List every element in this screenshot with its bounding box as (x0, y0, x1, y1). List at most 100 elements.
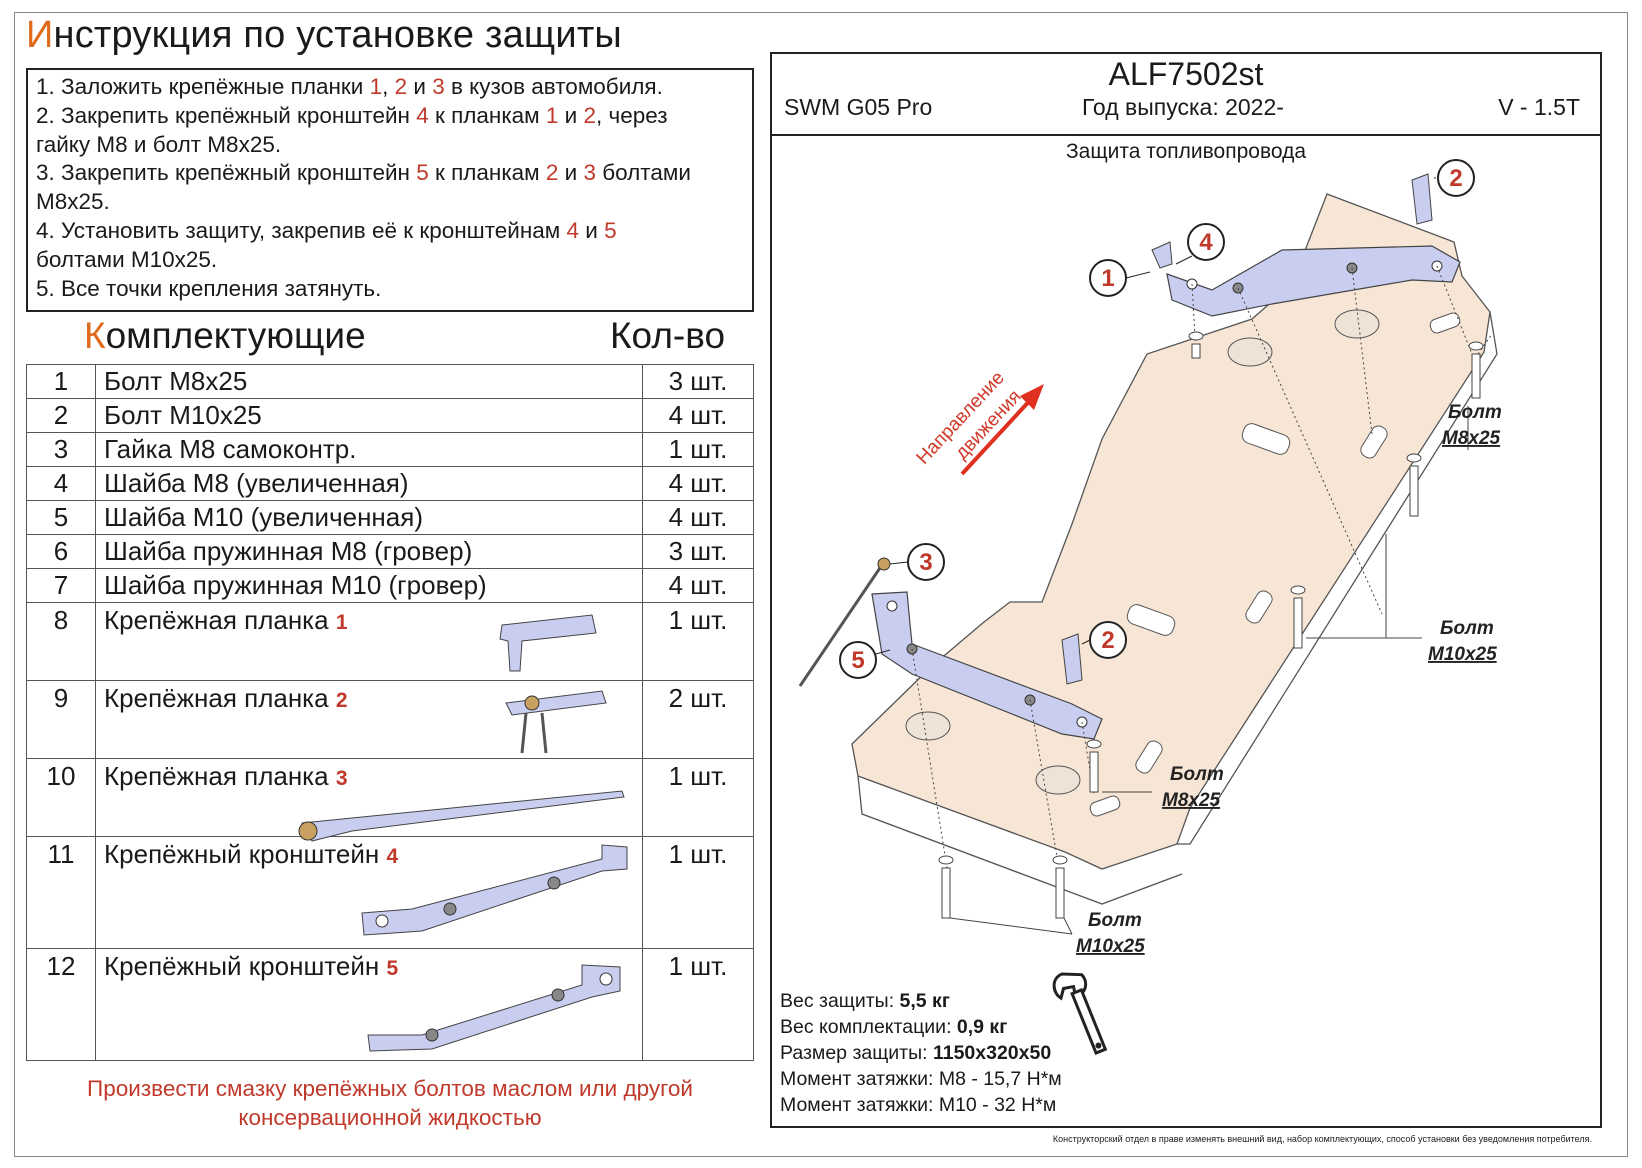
engine: V - 1.5T (1498, 94, 1580, 120)
component-name: Шайба пружинная М8 (гровер) (95, 534, 643, 569)
drawing-subtitle: Защита топливопровода (1065, 140, 1307, 163)
assembly-drawing: Направление движения 1 4 2 3 5 (798, 159, 1502, 1055)
bracket-5-thumb (367, 964, 621, 1052)
instruction-1: 1. Заложить крепёжные планки 1, 2 и 3 в … (36, 74, 663, 99)
svg-text:2: 2 (1449, 165, 1462, 192)
component-qty: 4 шт. (642, 500, 754, 535)
direction-arrow (960, 394, 1036, 476)
instruction-4: 4. Установить защиту, закрепив её к крон… (36, 217, 617, 243)
svg-text:1: 1 (1101, 265, 1114, 292)
instruction-4-cont: болтами М10х25. (36, 246, 218, 272)
plate-1 (1151, 241, 1173, 269)
instruction-3-cont: М8х25. (36, 189, 110, 215)
component-name: Крепёжная планка 2 (95, 680, 643, 759)
callout-5: 5 (839, 641, 891, 679)
component-name: Крепёжный кронштейн 4 (95, 836, 643, 951)
component-num: 7 (26, 568, 96, 603)
bracket-4-thumb (361, 844, 628, 936)
component-name-text: Шайба М8 (увеличенная) (104, 468, 409, 498)
component-name-text: Крепёжный кронштейн (104, 839, 387, 869)
svg-text:4: 4 (1199, 229, 1213, 256)
spec-torque-m8: Момент затяжки: М8 - 15,7 Н*м (780, 1068, 1062, 1090)
component-name-text: Шайба М10 (увеличенная) (104, 502, 423, 532)
component-name: Шайба пружинная М10 (гровер) (95, 568, 643, 603)
component-num: 9 (26, 680, 96, 759)
component-name-text: Крепёжная планка (104, 761, 336, 791)
svg-text:3: 3 (919, 549, 932, 576)
component-name: Шайба М8 (увеличенная) (95, 466, 643, 501)
component-name: Крепёжная планка 3 (95, 758, 643, 842)
page-title: Инструкция по установке защиты (26, 14, 622, 56)
plate-3-nut (877, 557, 891, 571)
component-qty: 1 шт. (642, 602, 754, 681)
component-num: 6 (26, 534, 96, 569)
component-qty: 4 шт. (642, 568, 754, 603)
plate-3-rod (798, 561, 886, 687)
component-name-text: Крепёжный кронштейн (104, 951, 387, 981)
spec-size: Размер защиты: 1150х320х50 (780, 1042, 1052, 1064)
component-tag: 4 (386, 845, 399, 868)
car-model: SWM G05 Pro (784, 94, 933, 120)
spec-kit-weight: Вес комплектации: 0,9 кг (780, 1016, 1008, 1038)
instruction-2-cont: гайку М8 и болт М8х25. (36, 131, 282, 157)
component-name-text: Крепёжная планка (104, 683, 336, 713)
direction-arrow-head (1020, 384, 1044, 410)
page-frame (14, 12, 1628, 1157)
spec-torque-m10: Момент затяжки: М10 - 32 Н*м (780, 1094, 1057, 1116)
component-name-text: Болт М10х25 (104, 400, 262, 430)
svg-text:Болт: Болт (1448, 402, 1502, 423)
component-qty: 4 шт. (642, 466, 754, 501)
component-num: 11 (26, 836, 96, 949)
callout-1: 1 (1089, 259, 1151, 297)
component-name-text: Шайба пружинная М8 (гровер) (104, 536, 473, 566)
plate-2-top (1411, 173, 1433, 225)
instructions-box: 1. Заложить крепёжные планки 1, 2 и 3 в … (26, 68, 754, 312)
component-num: 12 (26, 948, 96, 1061)
svg-text:5: 5 (851, 647, 864, 674)
callout-2-bottom: 2 (1081, 621, 1127, 659)
component-thumbnail (492, 605, 602, 683)
callout-4: 4 (1175, 223, 1225, 265)
bolt-label-m10-bottom: Болт М10х25 (1076, 910, 1145, 957)
specs: Вес защиты: 5,5 кг Вес комплектации: 0,9… (780, 988, 1062, 1118)
plate-2-thumb (505, 690, 607, 754)
component-name-text: Гайка М8 самоконтр. (104, 434, 357, 464)
component-row: 6 Шайба пружинная М8 (гровер) 3 шт. (26, 534, 754, 569)
model-year: Год выпуска: 2022- (1082, 94, 1284, 120)
component-name-text: Крепёжная планка (104, 605, 336, 635)
bolt-label-m8-top: Болт М8х25 (1442, 402, 1502, 449)
svg-text:Болт: Болт (1440, 618, 1494, 639)
component-qty: 1 шт. (642, 758, 754, 837)
lubrication-note: Произвести смазку крепёжных болтов масло… (87, 1076, 693, 1130)
component-name: Крепёжная планка 1 (95, 602, 643, 683)
instruction-2: 2. Закрепить крепёжный кронштейн 4 к пла… (36, 102, 668, 128)
svg-text:М8х25: М8х25 (1442, 428, 1501, 449)
component-qty: 1 шт. (642, 836, 754, 949)
plate-2-bottom (1061, 633, 1083, 685)
bolt-leaders (949, 406, 1469, 935)
svg-text:М8х25: М8х25 (1162, 790, 1221, 811)
component-num: 1 (26, 364, 96, 399)
component-qty: 3 шт. (642, 364, 754, 399)
instruction-3: 3. Закрепить крепёжный кронштейн 5 к пла… (36, 160, 691, 186)
component-num: 3 (26, 432, 96, 467)
component-tag: 2 (335, 689, 348, 712)
component-thumbnail (352, 839, 632, 951)
bolt-stacks (938, 331, 1484, 919)
drawing-header: ALF7502st SWM G05 Pro Год выпуска: 2022-… (772, 54, 1600, 136)
component-thumbnail (362, 951, 632, 1063)
component-qty: 2 шт. (642, 680, 754, 759)
callout-3: 3 (889, 543, 945, 581)
wrench-icon (1052, 972, 1108, 1055)
component-qty: 3 шт. (642, 534, 754, 569)
